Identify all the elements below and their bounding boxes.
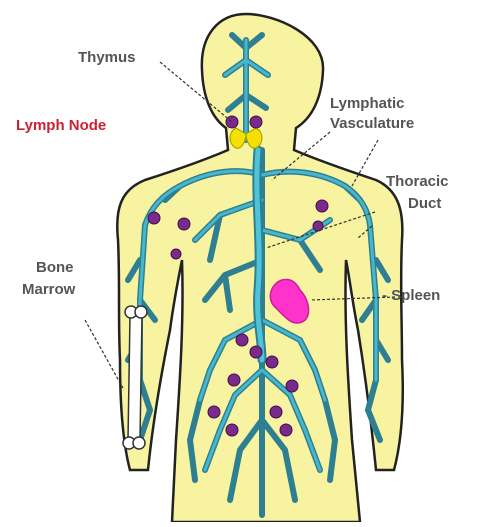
label-bone-line2: Marrow <box>22 281 76 298</box>
lymph-node <box>266 356 278 368</box>
lymph-node <box>286 380 298 392</box>
lymph-node <box>148 212 160 224</box>
label-spleen: - Spleen <box>382 287 440 304</box>
lymph-node <box>236 334 248 346</box>
lymph-node <box>228 374 240 386</box>
label-thymus: Thymus <box>78 49 136 66</box>
label-thoracic-line1: Thoracic <box>386 173 449 190</box>
label-lymphatic-line1: Lymphatic <box>330 95 404 112</box>
lymph-node <box>316 200 328 212</box>
lymph-node <box>250 346 262 358</box>
label-thoracic-line2: Duct <box>408 195 441 212</box>
thoracic-duct <box>257 150 262 360</box>
lymph-node <box>171 249 181 259</box>
lymph-node <box>226 424 238 436</box>
lymph-node <box>270 406 282 418</box>
lymph-node <box>280 424 292 436</box>
label-lymph-node: Lymph Node <box>16 117 106 134</box>
label-lymphatic-line2: Vasculature <box>330 115 414 132</box>
label-bone-line1: Bone <box>36 259 74 276</box>
lymph-node <box>178 218 190 230</box>
lymph-node <box>208 406 220 418</box>
lymph-node <box>250 116 262 128</box>
